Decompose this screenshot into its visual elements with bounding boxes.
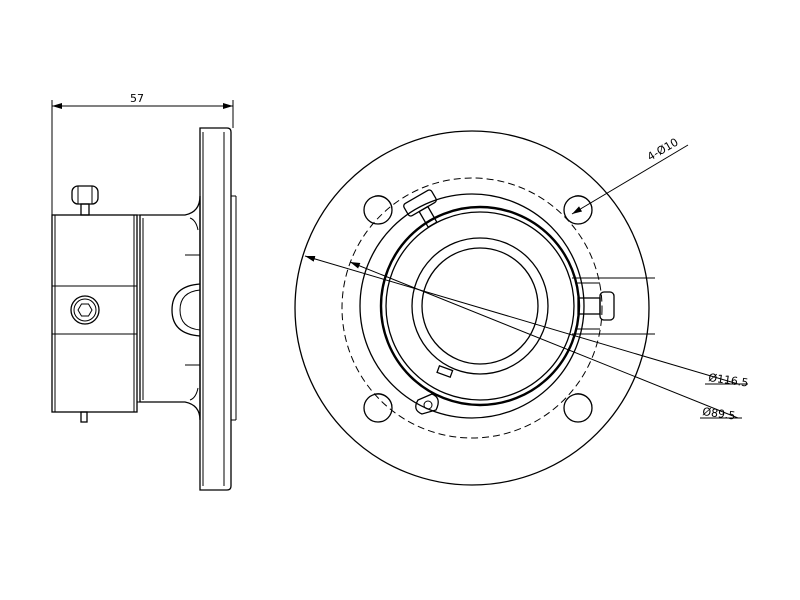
bottom-pin <box>80 411 88 423</box>
flange-plate <box>199 127 237 491</box>
width-dimension-label: 57 <box>130 92 144 105</box>
clamp-body <box>51 214 140 413</box>
thumb-screw <box>71 185 99 216</box>
clamp-ring <box>379 205 581 407</box>
hub-neck <box>139 195 201 421</box>
bottom-tab <box>415 364 454 415</box>
hex-socket-screw <box>70 295 100 325</box>
bolt-holes-label: 4-Ø10 <box>645 136 681 164</box>
side-view: 57 <box>51 92 237 491</box>
width-dimension: 57 <box>51 92 234 215</box>
pitch-circle <box>341 177 603 439</box>
diameter-leaders: Ø116.5 Ø89.5 <box>304 255 750 423</box>
bore-outer <box>411 237 549 375</box>
clamp-slot <box>572 277 655 335</box>
pitch-diameter-label: Ø89.5 <box>702 405 737 422</box>
outer-flange-circle <box>294 130 650 486</box>
outer-diameter-label: Ø116.5 <box>708 371 750 389</box>
bore-inner <box>421 247 539 365</box>
hub-outer-ring <box>359 193 585 419</box>
clamp-ring-inner <box>385 211 575 401</box>
side-thumb-screw <box>577 291 615 321</box>
front-thumb-screw <box>403 189 438 229</box>
front-view: Ø116.5 Ø89.5 4-Ø10 <box>294 130 750 486</box>
bolt-holes <box>363 195 593 423</box>
